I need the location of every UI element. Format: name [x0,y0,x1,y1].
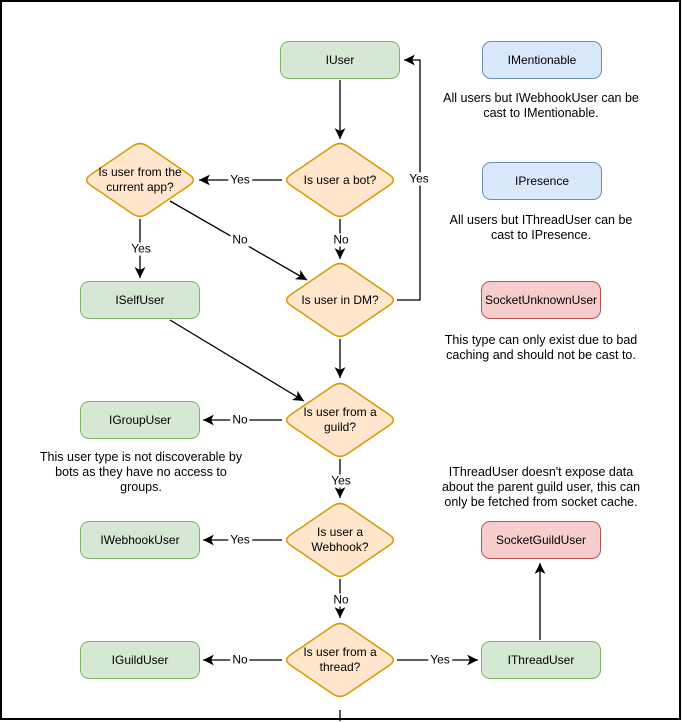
decision-current-app-label: Is user from the current app? [98,165,182,194]
decision-from-guild-label: Is user from a guild? [303,405,377,434]
edge-label-from-guild-yes: Yes [329,473,353,488]
node-iwebhook-user: IWebhookUser [80,521,200,559]
node-ithread-user: IThreadUser [481,641,601,679]
edge-label-current-app-no: No [230,232,250,247]
note-imentionable: All users but IWebhookUser can be cast t… [443,91,639,120]
edge-label-is-bot-no: No [331,232,351,247]
edge-label-is-webhook-yes: Yes [228,532,252,547]
node-ipresence: IPresence [482,162,602,200]
node-socket-guild-user: SocketGuildUser [481,521,601,559]
edge-label-from-guild-no: No [230,412,250,427]
edge-label-from-thread-no: No [230,652,250,667]
decision-in-dm-label: Is user in DM? [301,292,379,307]
arrow-iself-user-to-from-guild [169,319,305,402]
node-socket-unknown-user: SocketUnknownUser [481,281,601,319]
edge-label-is-bot-yes: Yes [228,172,252,187]
edge-label-current-app-yes: Yes [129,241,153,256]
node-iself-user: ISelfUser [80,281,200,319]
edge-label-is-webhook-no: No [331,592,351,607]
edge-label-from-thread-yes: Yes [428,652,452,667]
decision-is-webhook-label: Is user a Webhook? [311,525,369,554]
node-imentionable: IMentionable [482,41,602,79]
note-ithread-user: IThreadUser doesn't expose data about th… [441,465,641,509]
note-ipresence: All users but IThreadUser can be cast to… [449,213,633,242]
decision-is-bot-label: Is user a bot? [303,172,377,187]
note-socket-unknown-user: This type can only exist due to bad cach… [444,333,638,362]
decision-from-thread-label: Is user from a thread? [303,645,377,674]
node-igroup-user: IGroupUser [80,401,200,439]
node-iuser: IUser [280,41,400,79]
note-igroup-user: This user type is not discoverable by bo… [39,450,243,494]
node-iguild-user: IGuildUser [80,641,200,679]
edge-label-in-dm-yes: Yes [407,171,431,186]
